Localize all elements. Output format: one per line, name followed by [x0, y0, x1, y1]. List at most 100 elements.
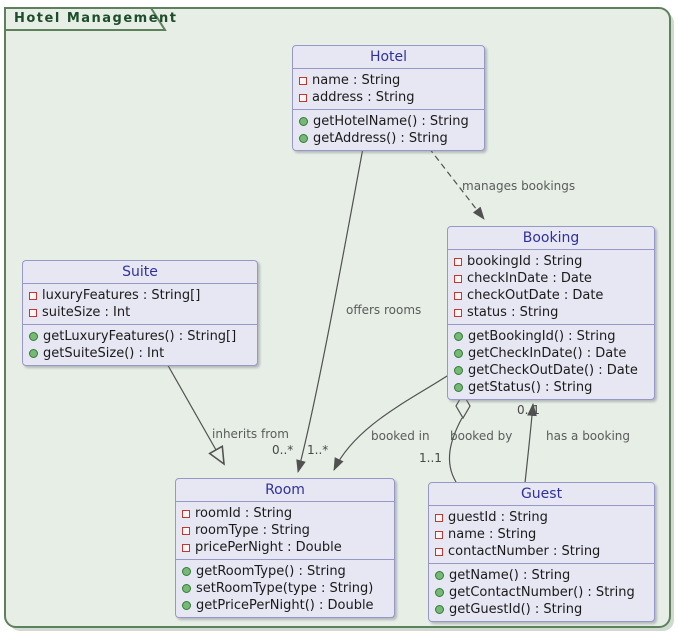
frame-title: Hotel Management — [14, 11, 178, 26]
attribute-text: contactNumber : String — [448, 544, 601, 559]
attribute-text: roomId : String — [195, 506, 293, 521]
attribute-row: guestId : String — [429, 509, 654, 526]
method-text: getContactNumber() : String — [449, 585, 635, 600]
method-text: getGuestId() : String — [449, 602, 583, 617]
public-method-icon — [29, 349, 38, 358]
private-field-icon — [454, 291, 462, 300]
edge-booked-in — [333, 375, 448, 471]
method-text: getHotelName() : String — [313, 114, 469, 129]
public-method-icon — [454, 383, 463, 392]
class-suite: Suite luxuryFeatures : String[] suiteSiz… — [22, 260, 258, 366]
edge-label-booked-in: booked in — [371, 429, 430, 443]
attribute-row: checkInDate : Date — [448, 270, 654, 287]
public-method-icon — [29, 332, 38, 341]
attribute-row: status : String — [448, 304, 654, 321]
attribute-row: roomType : String — [176, 522, 394, 539]
public-method-icon — [182, 584, 191, 593]
class-title-hotel: Hotel — [293, 46, 484, 69]
class-booking: Booking bookingId : String checkInDate :… — [447, 226, 655, 400]
private-field-icon — [454, 308, 462, 317]
private-field-icon — [29, 291, 37, 300]
private-field-icon — [182, 526, 190, 535]
private-field-icon — [299, 76, 307, 85]
methods-section: getLuxuryFeatures() : String[] getSuiteS… — [23, 325, 257, 365]
attribute-text: luxuryFeatures : String[] — [42, 288, 201, 303]
class-title-booking: Booking — [448, 227, 654, 250]
methods-section: getName() : String getContactNumber() : … — [429, 564, 654, 621]
attribute-row: checkOutDate : Date — [448, 287, 654, 304]
methods-section: getHotelName() : String getAddress() : S… — [293, 110, 484, 150]
attribute-row: suiteSize : Int — [23, 304, 257, 321]
private-field-icon — [435, 513, 443, 522]
method-text: getAddress() : String — [313, 131, 448, 146]
method-row: getName() : String — [429, 567, 654, 584]
method-row: getAddress() : String — [293, 130, 484, 147]
public-method-icon — [435, 588, 444, 597]
class-title-room: Room — [176, 479, 394, 502]
attribute-row: bookingId : String — [448, 253, 654, 270]
method-row: getStatus() : String — [448, 379, 654, 396]
edge-booked-by — [448, 417, 463, 483]
method-row: getCheckOutDate() : Date — [448, 362, 654, 379]
private-field-icon — [182, 509, 190, 518]
attributes-section: guestId : String name : String contactNu… — [429, 506, 654, 564]
edge-label-offers-rooms: offers rooms — [346, 303, 422, 317]
edge-label-has-a-booking: has a booking — [546, 429, 630, 443]
private-field-icon — [454, 274, 462, 283]
attribute-text: name : String — [448, 527, 537, 542]
class-hotel: Hotel name : String address : String get… — [292, 45, 485, 151]
edge-label-booked-by: booked by — [450, 429, 513, 443]
attribute-row: luxuryFeatures : String[] — [23, 287, 257, 304]
method-text: getRoomType() : String — [196, 564, 346, 579]
private-field-icon — [435, 530, 443, 539]
public-method-icon — [454, 332, 463, 341]
attribute-row: contactNumber : String — [429, 543, 654, 560]
private-field-icon — [182, 543, 190, 552]
public-method-icon — [454, 349, 463, 358]
multiplicity-offers-rooms: 0..* — [272, 443, 294, 457]
attribute-text: suiteSize : Int — [42, 305, 131, 320]
method-row: getCheckInDate() : Date — [448, 345, 654, 362]
attribute-row: address : String — [293, 89, 484, 106]
attribute-row: roomId : String — [176, 505, 394, 522]
edge-label-inherits-from: inherits from — [212, 427, 289, 441]
method-text: getName() : String — [449, 568, 571, 583]
attributes-section: roomId : String roomType : String priceP… — [176, 502, 394, 560]
public-method-icon — [454, 366, 463, 375]
class-guest: Guest guestId : String name : String con… — [428, 482, 655, 622]
private-field-icon — [435, 547, 443, 556]
attribute-text: bookingId : String — [467, 254, 583, 269]
class-title-guest: Guest — [429, 483, 654, 506]
method-text: getCheckOutDate() : Date — [468, 363, 638, 378]
method-row: getGuestId() : String — [429, 601, 654, 618]
attribute-text: checkInDate : Date — [467, 271, 592, 286]
method-row: getRoomType() : String — [176, 563, 394, 580]
private-field-icon — [454, 257, 462, 266]
frame-border — [4, 7, 671, 628]
method-row: getBookingId() : String — [448, 328, 654, 345]
edge-has-a-booking — [524, 402, 537, 484]
attributes-section: name : String address : String — [293, 69, 484, 110]
attribute-text: checkOutDate : Date — [467, 288, 604, 303]
private-field-icon — [29, 308, 37, 317]
method-text: getBookingId() : String — [468, 329, 616, 344]
frame-title-tab — [4, 7, 167, 31]
attribute-text: roomType : String — [195, 523, 310, 538]
multiplicity-booked-by: 1..1 — [419, 451, 442, 465]
public-method-icon — [435, 571, 444, 580]
public-method-icon — [182, 567, 191, 576]
edge-label-manages-bookings: manages bookings — [462, 179, 576, 193]
method-text: getCheckInDate() : Date — [468, 346, 627, 361]
method-row: getContactNumber() : String — [429, 584, 654, 601]
public-method-icon — [182, 601, 191, 610]
methods-section: getBookingId() : String getCheckInDate()… — [448, 325, 654, 399]
attribute-text: status : String — [467, 305, 559, 320]
class-room: Room roomId : String roomType : String p… — [175, 478, 395, 618]
attribute-text: address : String — [312, 90, 415, 105]
class-title-suite: Suite — [23, 261, 257, 284]
edge-offers-rooms — [296, 147, 364, 474]
methods-section: getRoomType() : String setRoomType(type … — [176, 560, 394, 617]
edge-inherits-from — [165, 361, 224, 464]
public-method-icon — [299, 117, 308, 126]
